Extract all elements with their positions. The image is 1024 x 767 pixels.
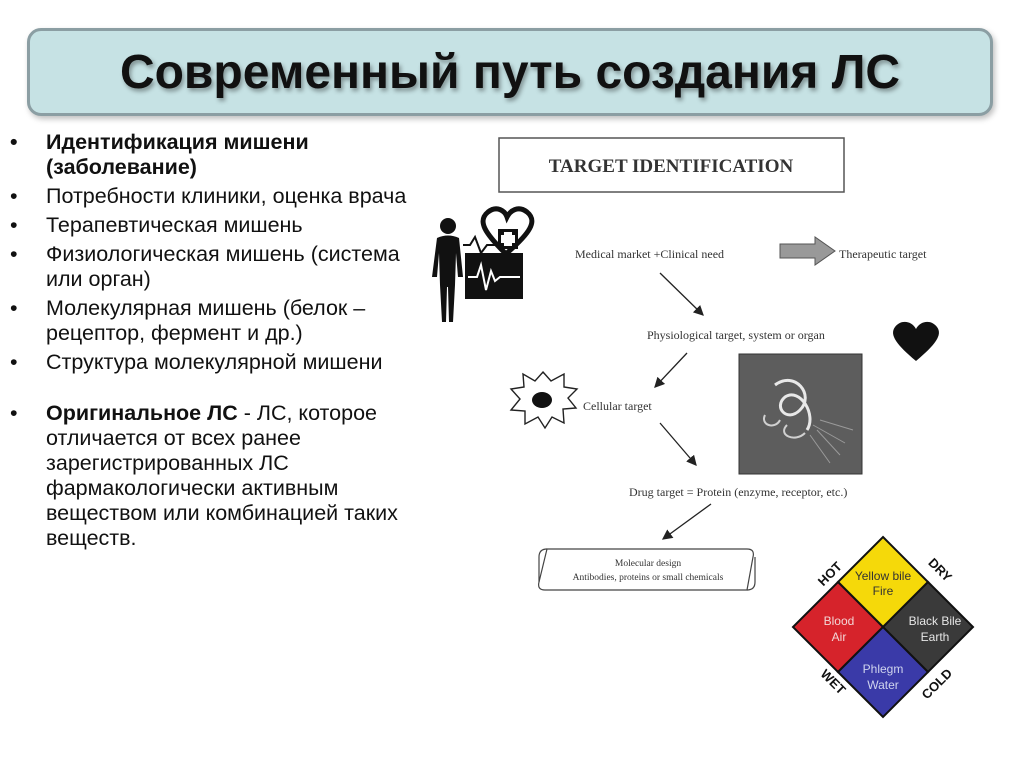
slide-title: Современный путь создания ЛС: [119, 45, 901, 99]
bullet-item: Терапевтическая мишень: [8, 213, 413, 238]
medical-heart-cross-icon: [463, 206, 535, 299]
yellow-bile-label: Yellow bile: [855, 569, 912, 583]
cell-icon: [509, 370, 579, 430]
air-label: Air: [832, 630, 847, 644]
scroll-icon: [538, 548, 756, 591]
phlegm-label: Phlegm: [863, 662, 904, 676]
phlegm-quadrant: [836, 625, 930, 719]
flow-arrow: [659, 272, 704, 316]
black-bile-label: Black Bile: [909, 614, 962, 628]
molecular-design-sublabel: Antibodies, proteins or small chemicals: [573, 573, 724, 583]
header-label: TARGET IDENTIFICATION: [549, 156, 794, 177]
therapeutic-target-label: Therapeutic target: [839, 247, 927, 261]
title-box: Современный путь создания ЛС: [27, 28, 993, 116]
fire-label: Fire: [873, 584, 894, 598]
bullet-list: Идентификация мишени (заболевание) Потре…: [8, 130, 413, 555]
heart-icon: [893, 321, 939, 361]
bullet-item-original-drug: Оригинальное ЛС - ЛС, которое отличается…: [8, 401, 413, 551]
original-drug-definition: - ЛС, которое отличается от всех ранее з…: [46, 401, 398, 550]
earth-label: Earth: [921, 630, 950, 644]
person-silhouette-icon: [432, 218, 463, 322]
bullet-item: Идентификация мишени (заболевание): [8, 130, 413, 180]
target-identification-header: TARGET IDENTIFICATION: [498, 137, 845, 193]
dry-label: DRY: [925, 555, 955, 585]
bullet-item: Физиологическая мишень (система или орга…: [8, 242, 413, 292]
medical-market-label: Medical market +Clinical need: [575, 247, 724, 261]
protein-structure-image: [738, 353, 863, 475]
bullet-item: Молекулярная мишень (белок – рецептор, ф…: [8, 296, 413, 346]
bullet-item: Структура молекулярной мишени: [8, 350, 413, 375]
flow-arrow: [654, 352, 688, 388]
flow-arrow: [661, 503, 712, 540]
water-label: Water: [867, 678, 899, 692]
molecular-design-label: Molecular design: [615, 559, 681, 569]
bullet-item: Потребности клиники, оценка врача: [8, 184, 413, 209]
drug-target-label: Drug target = Protein (enzyme, receptor,…: [629, 485, 847, 499]
blood-label: Blood: [824, 614, 855, 628]
original-drug-term: Оригинальное ЛС: [46, 401, 238, 425]
target-identification-diagram: TARGET IDENTIFICATION Medical market +Cl…: [432, 137, 975, 719]
cellular-target-label: Cellular target: [583, 399, 652, 413]
big-arrow-icon: [779, 236, 836, 266]
physiological-target-label: Physiological target, system or organ: [647, 328, 825, 342]
four-humors-diagram: Yellow bile Fire Blood Air Black Bile Ea…: [791, 535, 975, 719]
flow-arrow: [659, 422, 697, 466]
